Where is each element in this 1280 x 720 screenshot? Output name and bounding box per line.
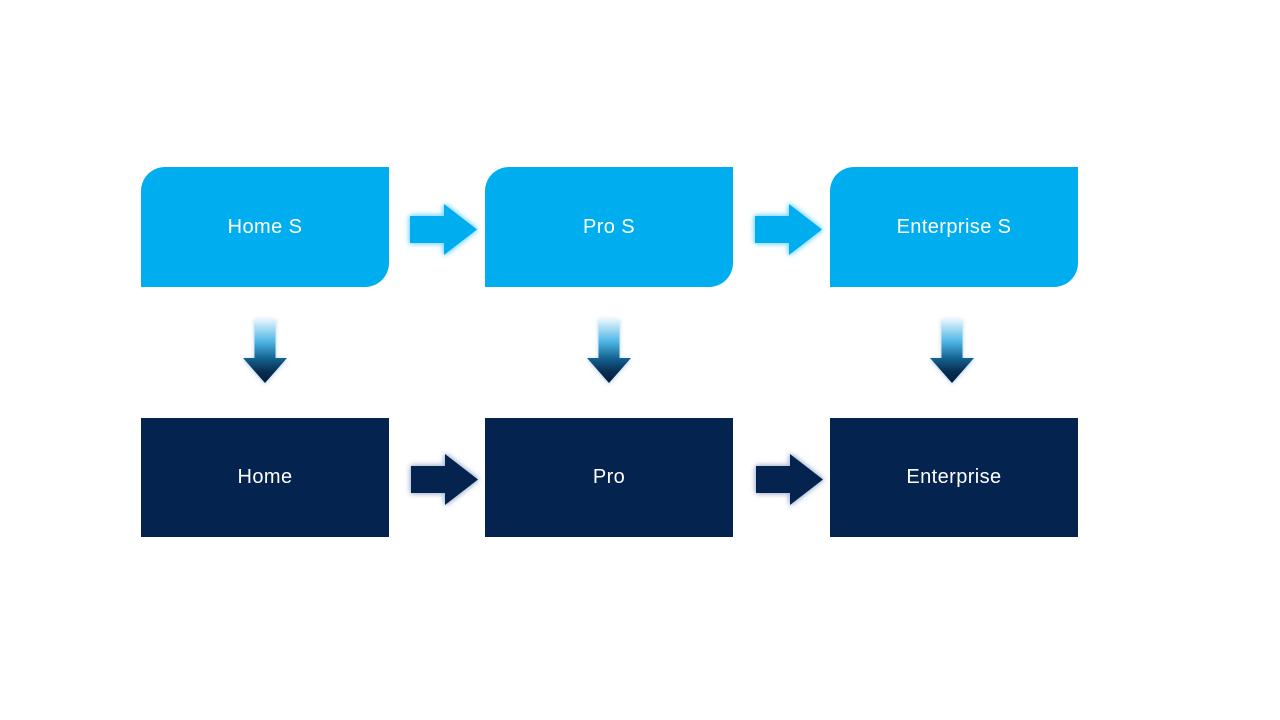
node-label: Pro S <box>582 215 636 238</box>
right-arrow-icon[interactable] <box>756 454 823 505</box>
node-label: Enterprise S <box>896 215 1012 238</box>
node-label: Pro <box>592 466 626 488</box>
right-arrow-icon[interactable] <box>755 204 822 255</box>
node-home[interactable]: Home <box>141 418 389 537</box>
down-arrow-shape <box>587 319 631 383</box>
right-arrow-shape <box>411 454 478 505</box>
right-arrow-shape <box>755 204 822 255</box>
node-label: Home S <box>227 215 303 238</box>
right-arrow-shape <box>410 204 477 255</box>
node-label: Home <box>237 466 293 488</box>
right-arrow-icon[interactable] <box>411 454 478 505</box>
node-pro[interactable]: Pro <box>485 418 733 537</box>
node-label: Enterprise <box>906 466 1002 488</box>
down-arrow-icon[interactable] <box>587 319 631 383</box>
down-arrow-icon[interactable] <box>930 319 974 383</box>
right-arrow-icon[interactable] <box>410 204 477 255</box>
node-enterprise[interactable]: Enterprise <box>830 418 1078 537</box>
right-arrow-shape <box>756 454 823 505</box>
node-home-s[interactable]: Home S <box>141 167 389 287</box>
node-pro-s[interactable]: Pro S <box>485 167 733 287</box>
down-arrow-shape <box>243 319 287 383</box>
node-enterprise-s[interactable]: Enterprise S <box>830 167 1078 287</box>
down-arrow-shape <box>930 319 974 383</box>
down-arrow-icon[interactable] <box>243 319 287 383</box>
